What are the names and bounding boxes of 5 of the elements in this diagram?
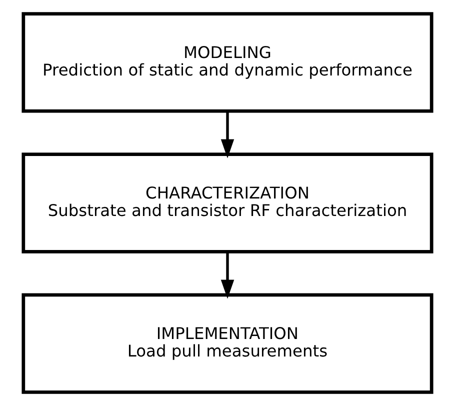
- node-box: IMPLEMENTATION Load pull measurements: [22, 293, 434, 394]
- arrow: [220, 252, 234, 299]
- node-box: MODELING Prediction of static and dynamic performance: [22, 12, 434, 113]
- arrow: [220, 111, 234, 158]
- node-box: CHARACTERIZATION Substrate and transistor RF characterization: [22, 152, 434, 254]
